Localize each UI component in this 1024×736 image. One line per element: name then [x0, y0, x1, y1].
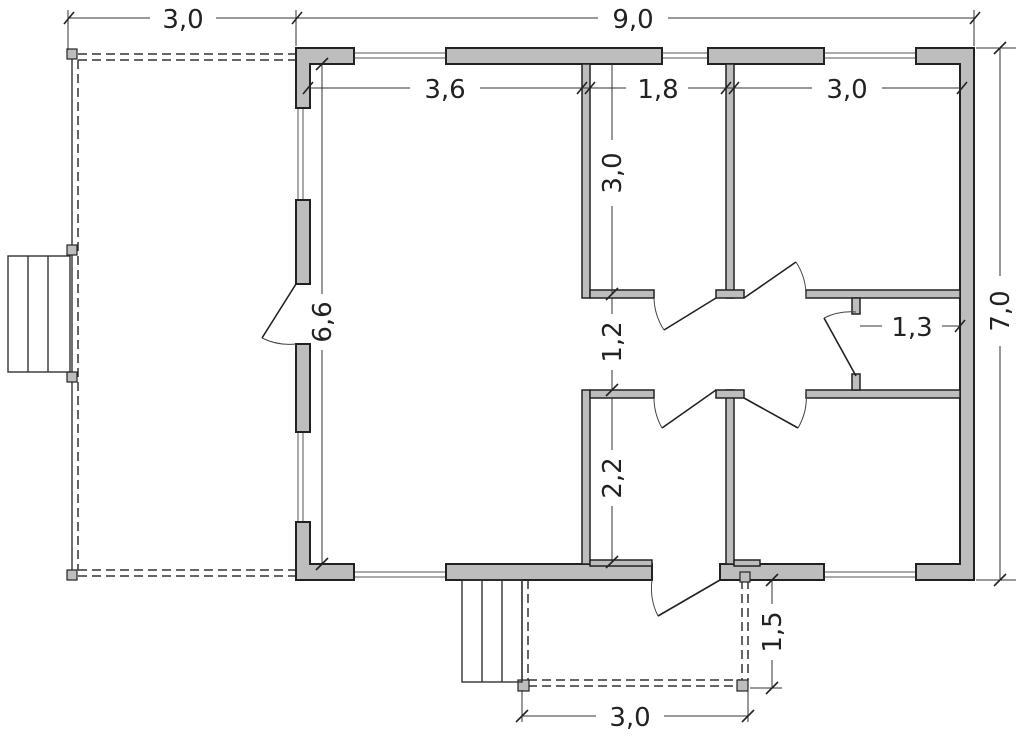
dim-small-room-depth: 3,0 — [598, 152, 628, 193]
terrace-steps — [7, 255, 71, 373]
porch — [517, 571, 751, 692]
dim-top-house: 9,0 — [612, 5, 653, 35]
dimension-labels: 3,0 9,0 3,6 1,8 3,0 1,3 3,0 7,0 6,6 3,0 … — [162, 5, 1016, 733]
dimension-lines — [63, 10, 1016, 723]
dim-room-small-width: 1,8 — [637, 75, 678, 105]
porch-steps — [461, 579, 523, 683]
dim-top-terrace: 3,0 — [162, 5, 203, 35]
doors — [261, 261, 857, 617]
dim-room-right-width: 3,0 — [826, 75, 867, 105]
dim-living-depth: 6,6 — [308, 301, 338, 342]
dim-lower-room-depth: 2,2 — [598, 457, 628, 498]
dim-porch-depth: 1,5 — [758, 611, 788, 652]
windows — [297, 52, 916, 578]
walls — [295, 47, 975, 581]
dim-house-depth: 7,0 — [986, 290, 1016, 331]
dim-corridor-width: 1,2 — [598, 321, 628, 362]
dim-bath-width: 1,3 — [891, 313, 932, 343]
terrace — [66, 48, 296, 581]
dim-porch-width: 3,0 — [609, 703, 650, 733]
dim-room-living-width: 3,6 — [424, 75, 465, 105]
